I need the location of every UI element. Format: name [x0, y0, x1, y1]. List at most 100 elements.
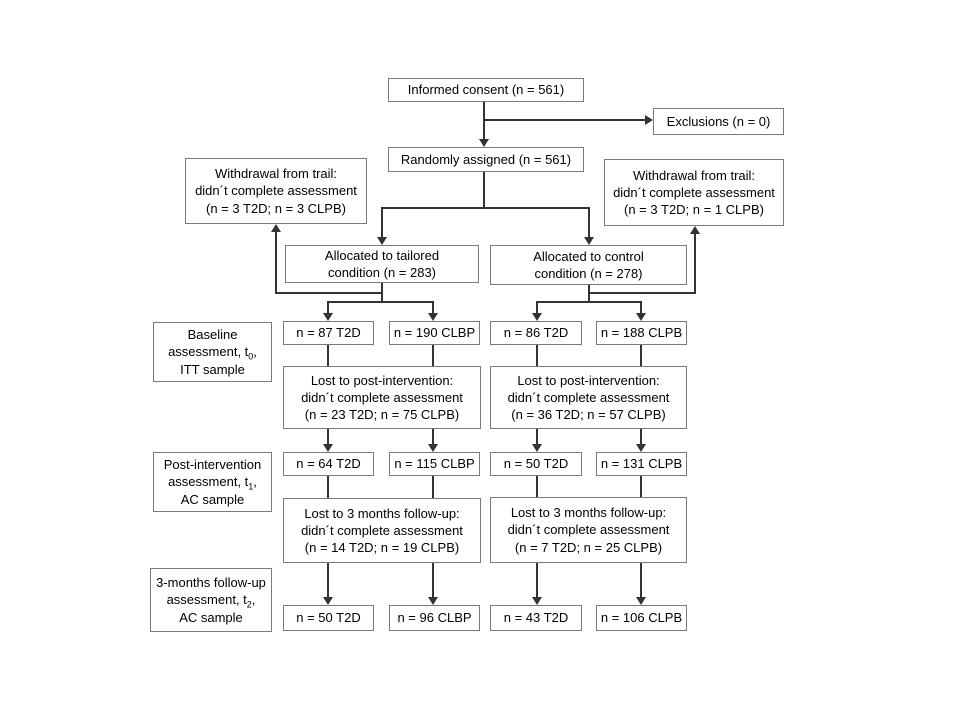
connector-lostpi-post-2	[432, 429, 434, 445]
split-tailored	[327, 301, 434, 303]
connector-lostpi-post-3	[536, 429, 538, 445]
count-control-clpb-post: n = 131 CLPB	[596, 452, 687, 476]
count-control-t2d-post: n = 50 T2D	[490, 452, 582, 476]
allocated-control-line1: Allocated to control	[533, 248, 644, 264]
count-control-clpb-followup: n = 106 CLPB	[596, 605, 687, 631]
count-text: n = 50 T2D	[503, 456, 569, 472]
box-withdrawal-control: Withdrawal from trail: didn´t complete a…	[604, 159, 784, 226]
followup-label-line1: 3-months follow-up	[156, 575, 266, 591]
count-tailored-clbp-followup: n = 96 CLBP	[389, 605, 480, 631]
box-informed-consent: Informed consent (n = 561)	[388, 78, 584, 102]
lost-pi-control-line1: Lost to post-intervention:	[517, 372, 660, 388]
post-label-line1: Post-intervention	[163, 457, 262, 473]
label-followup-assessment: 3-months follow-up assessment, t2, AC sa…	[150, 568, 272, 632]
connector-baseline-lostpi-4	[640, 345, 642, 366]
connector-baseline-lostpi-1	[327, 345, 329, 366]
connector-consent-exclusions	[483, 119, 645, 121]
arrowhead-followup-4	[636, 597, 646, 605]
followup-label-line3: AC sample	[179, 609, 243, 625]
arrowhead-post-2	[428, 444, 438, 452]
withdrawal-control-line2: didn´t complete assessment	[613, 184, 775, 200]
arrowhead-tailored-clbp	[428, 313, 438, 321]
allocated-tailored-line2: condition (n = 283)	[327, 265, 437, 280]
withdrawal-tailored-line2: didn´t complete assessment	[195, 183, 357, 199]
box-allocated-control: Allocated to control condition (n = 278)	[490, 245, 687, 285]
lost-fu-tailored-line3: (n = 14 T2D; n = 19 CLPB)	[304, 540, 460, 556]
count-text: n = 131 CLPB	[600, 456, 683, 472]
arrowhead-control-t2d	[532, 313, 542, 321]
connector-random-split	[483, 172, 485, 208]
connector-lostpi-post-1	[327, 429, 329, 445]
count-tailored-t2d-followup: n = 50 T2D	[283, 605, 374, 631]
count-text: n = 96 CLBP	[397, 610, 472, 626]
connector-control-withdrawal-v	[694, 233, 696, 293]
allocated-control-line2: condition (n = 278)	[534, 266, 643, 281]
baseline-label-line2: assessment, t0,	[168, 344, 257, 363]
arrowhead-post-3	[532, 444, 542, 452]
withdrawal-tailored-line1: Withdrawal from trail:	[214, 166, 338, 182]
count-text: n = 86 T2D	[503, 325, 569, 341]
split-control	[536, 301, 642, 303]
connector-post-lostfu-4	[640, 476, 642, 497]
connector-lostfu-followup-4	[640, 563, 642, 597]
count-text: n = 87 T2D	[296, 325, 361, 341]
connector-baseline-lostpi-2	[432, 345, 434, 366]
arrowhead-post-1	[323, 444, 333, 452]
connector-post-lostfu-2	[432, 476, 434, 498]
arrowhead-allocated-control	[584, 237, 594, 245]
allocated-tailored-line1: Allocated to tailored	[324, 247, 440, 263]
box-lost-followup-control: Lost to 3 months follow-up: didn´t compl…	[490, 497, 687, 563]
box-withdrawal-tailored: Withdrawal from trail: didn´t complete a…	[185, 158, 367, 224]
count-text: n = 190 CLBP	[393, 325, 476, 341]
count-text: n = 43 T2D	[503, 610, 569, 626]
lost-fu-control-line3: (n = 7 T2D; n = 25 CLPB)	[514, 539, 663, 555]
arrowhead-withdrawal-tailored	[271, 224, 281, 232]
connector-control-t2d	[536, 301, 538, 314]
lost-pi-control-line2: didn´t complete assessment	[507, 389, 670, 405]
withdrawal-tailored-line3: (n = 3 T2D; n = 3 CLPB)	[206, 200, 346, 216]
baseline-label-line3: ITT sample	[180, 361, 245, 377]
connector-tailored-withdrawal-v	[275, 231, 277, 293]
box-lost-followup-tailored: Lost to 3 months follow-up: didn´t compl…	[283, 498, 481, 563]
withdrawal-control-line3: (n = 3 T2D; n = 1 CLPB)	[624, 202, 764, 218]
count-control-t2d-followup: n = 43 T2D	[490, 605, 582, 631]
withdrawal-control-line1: Withdrawal from trail:	[632, 167, 756, 183]
count-tailored-clbp-baseline: n = 190 CLBP	[389, 321, 480, 345]
label-baseline-assessment: Baseline assessment, t0, ITT sample	[153, 322, 272, 382]
connector-lostfu-followup-2	[432, 563, 434, 597]
count-text: n = 106 CLPB	[600, 610, 683, 626]
post-label-line3: AC sample	[180, 491, 245, 507]
count-text: n = 188 CLPB	[600, 325, 683, 341]
connector-tailored-withdrawal-h	[275, 292, 383, 294]
stub-control	[588, 285, 590, 303]
connector-tailored-t2d	[327, 301, 329, 314]
count-text: n = 64 T2D	[296, 456, 361, 472]
connector-lostfu-followup-3	[536, 563, 538, 597]
randomly-assigned-text: Randomly assigned (n = 561)	[400, 151, 572, 167]
split-random	[381, 207, 589, 209]
count-tailored-t2d-baseline: n = 87 T2D	[283, 321, 374, 345]
box-exclusions: Exclusions (n = 0)	[653, 108, 784, 135]
informed-consent-text: Informed consent (n = 561)	[407, 82, 565, 98]
arrowhead-withdrawal-control	[690, 226, 700, 234]
baseline-label-line1: Baseline	[187, 327, 238, 343]
arrowhead-exclusions	[645, 115, 653, 125]
connector-split-control	[588, 207, 590, 238]
arrowhead-followup-1	[323, 597, 333, 605]
lost-pi-tailored-line3: (n = 23 T2D; n = 75 CLPB)	[304, 407, 460, 423]
lost-pi-tailored-line1: Lost to post-intervention:	[310, 372, 454, 388]
count-control-clpb-baseline: n = 188 CLPB	[596, 321, 687, 345]
arrowhead-followup-3	[532, 597, 542, 605]
post-label-line2: assessment, t1,	[168, 474, 257, 493]
count-control-t2d-baseline: n = 86 T2D	[490, 321, 582, 345]
box-randomly-assigned: Randomly assigned (n = 561)	[388, 147, 584, 172]
arrowhead-consent-random	[479, 139, 489, 147]
box-allocated-tailored: Allocated to tailored condition (n = 283…	[285, 245, 479, 283]
count-text: n = 50 T2D	[296, 610, 361, 626]
connector-tailored-clbp	[432, 301, 434, 314]
lost-fu-tailored-line2: didn´t complete assessment	[301, 522, 463, 538]
exclusions-text: Exclusions (n = 0)	[666, 113, 771, 129]
connector-control-withdrawal-h	[588, 292, 696, 294]
box-lost-post-intervention-tailored: Lost to post-intervention: didn´t comple…	[283, 366, 481, 429]
